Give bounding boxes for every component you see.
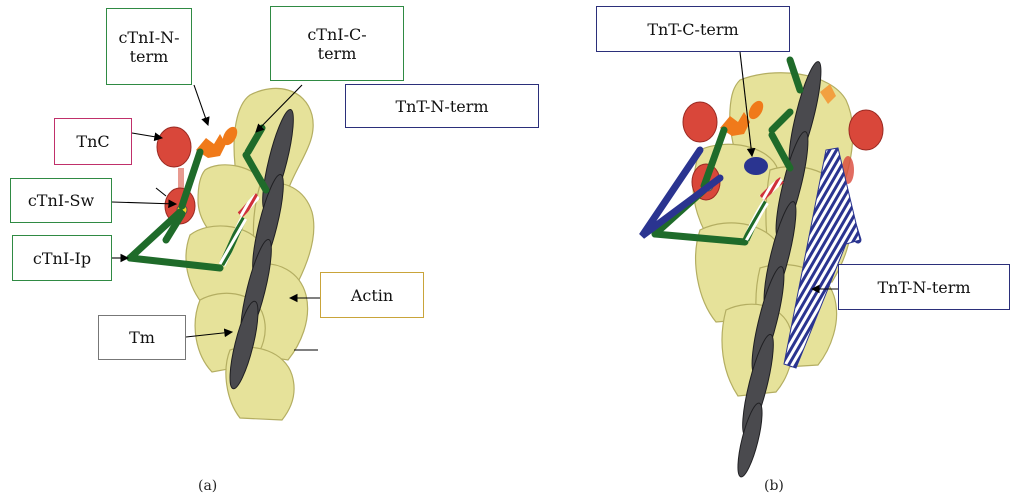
label-actin: Actin xyxy=(320,272,424,318)
label-tnc: TnC xyxy=(54,118,132,165)
label-ctni-ip: cTnI-Ip xyxy=(12,235,112,281)
label-tnt-c-term: TnT-C-term xyxy=(596,6,790,52)
label-ctni-n-term: cTnI-N- term xyxy=(106,8,192,85)
panel-a xyxy=(112,85,320,420)
tnt-c-term-shape xyxy=(744,157,768,175)
label-tnt-n-term-a: TnT-N-term xyxy=(345,84,539,128)
actin-filament xyxy=(186,88,314,420)
caption-a: (a) xyxy=(198,478,217,494)
label-ctni-sw: cTnI-Sw xyxy=(10,178,112,223)
caption-b: (b) xyxy=(764,478,784,494)
label-tm: Tm xyxy=(98,315,186,360)
label-ctni-c-term: cTnI-C- term xyxy=(270,6,404,81)
label-tnt-n-term-b: TnT-N-term xyxy=(838,264,1010,310)
